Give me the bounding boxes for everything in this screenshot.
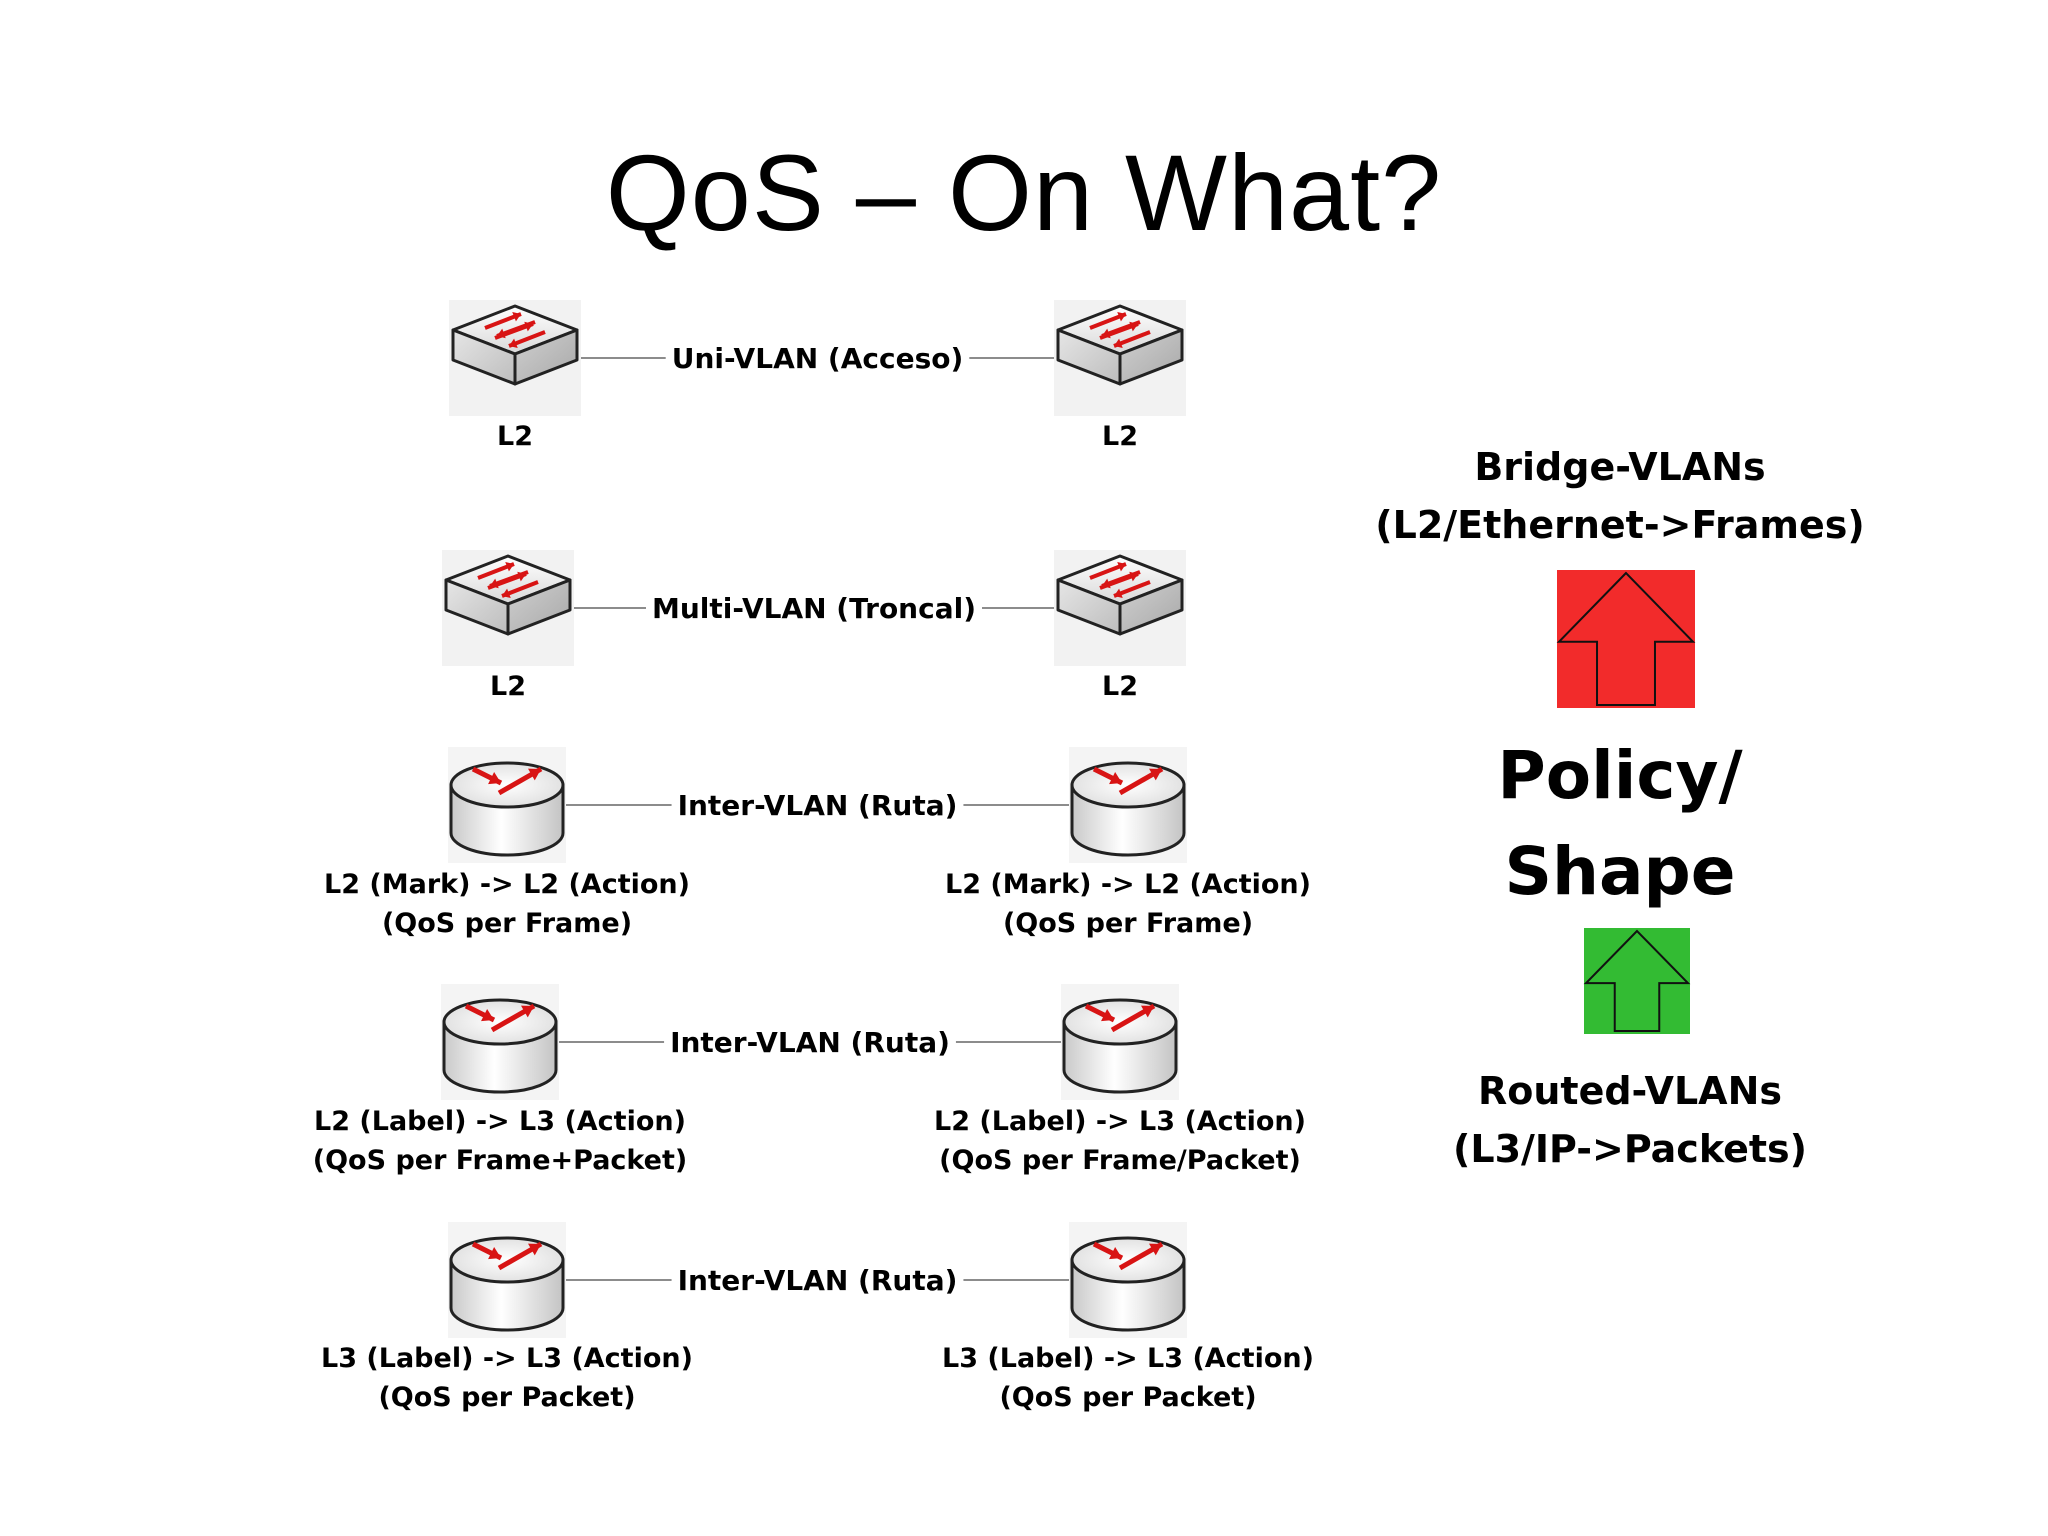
left-router-icon bbox=[441, 984, 559, 1100]
link-row-5: Inter-VLAN (Ruta) L3 (Label) -> L3 (Actio… bbox=[321, 1222, 1314, 1413]
router-arrows-icon bbox=[1084, 1003, 1156, 1033]
right-router-icon bbox=[1061, 984, 1179, 1100]
left-device-label: L3 (Label) -> L3 (Action) bbox=[321, 1343, 693, 1374]
right-device-label: (QoS per Packet) bbox=[999, 1382, 1256, 1413]
left-device-label: (QoS per Packet) bbox=[378, 1382, 635, 1413]
router-arrows-icon bbox=[1092, 1241, 1164, 1271]
slide-title: QoS – On What? bbox=[605, 132, 1443, 253]
right-switch-icon bbox=[1054, 300, 1186, 416]
switch-arrows-icon bbox=[477, 561, 539, 599]
right-device-label: L2 bbox=[1102, 421, 1138, 452]
router-arrows-icon bbox=[464, 1003, 536, 1033]
left-switch-icon bbox=[442, 550, 574, 666]
routed-vlans-subtitle: (L3/IP->Packets) bbox=[1452, 1127, 1807, 1171]
link-label: Inter-VLAN (Ruta) bbox=[678, 1264, 958, 1297]
left-device-label: L2 bbox=[490, 671, 526, 702]
switch-arrows-icon bbox=[1089, 561, 1151, 599]
bridge-vlans-subtitle: (L2/Ethernet->Frames) bbox=[1375, 503, 1865, 547]
link-label: Inter-VLAN (Ruta) bbox=[670, 1026, 950, 1059]
routed-vlans-heading: Routed-VLANs (L3/IP->Packets) bbox=[1350, 1062, 1910, 1178]
router-arrows-icon bbox=[1092, 766, 1164, 796]
right-device-label: (QoS per Frame) bbox=[1003, 908, 1253, 939]
left-device-label: L2 (Mark) -> L2 (Action) bbox=[324, 869, 690, 900]
right-device-label: L2 bbox=[1102, 671, 1138, 702]
routed-up-arrow-icon bbox=[1583, 928, 1691, 1034]
left-device-label: L2 (Label) -> L3 (Action) bbox=[314, 1106, 686, 1137]
router-arrows-icon bbox=[471, 1241, 543, 1271]
link-row-2: Multi-VLAN (Troncal) L2 L2 bbox=[442, 550, 1186, 702]
link-label: Uni-VLAN (Acceso) bbox=[672, 342, 964, 375]
routed-vlans-title: Routed-VLANs bbox=[1477, 1069, 1783, 1113]
right-router-icon bbox=[1069, 747, 1187, 863]
right-switch-icon bbox=[1054, 550, 1186, 666]
link-row-3: Inter-VLAN (Ruta) L2 (Mark) -> L2 (Action… bbox=[324, 747, 1311, 939]
left-device-label: (QoS per Frame+Packet) bbox=[313, 1145, 687, 1176]
left-device-label: L2 bbox=[497, 421, 533, 452]
bridge-up-arrow-icon bbox=[1556, 570, 1696, 708]
left-device-label: (QoS per Frame) bbox=[382, 908, 632, 939]
bridge-vlans-title: Bridge-VLANs bbox=[1474, 445, 1766, 489]
shape-text: Shape bbox=[1504, 833, 1736, 910]
left-router-icon bbox=[448, 1222, 566, 1338]
link-label: Multi-VLAN (Troncal) bbox=[652, 592, 976, 625]
link-row-1: Uni-VLAN (Acceso) L2 L2 bbox=[449, 300, 1186, 452]
switch-arrows-icon bbox=[1089, 311, 1151, 349]
right-device-label: L2 (Label) -> L3 (Action) bbox=[934, 1106, 1306, 1137]
policy-text: Policy/ bbox=[1497, 737, 1743, 814]
left-switch-icon bbox=[449, 300, 581, 416]
right-device-label: (QoS per Frame/Packet) bbox=[939, 1145, 1301, 1176]
switch-arrows-icon bbox=[484, 311, 546, 349]
policy-shape-heading: Policy/ Shape bbox=[1400, 728, 1840, 920]
right-device-label: L3 (Label) -> L3 (Action) bbox=[942, 1343, 1314, 1374]
link-label: Inter-VLAN (Ruta) bbox=[678, 789, 958, 822]
left-router-icon bbox=[448, 747, 566, 863]
bridge-vlans-heading: Bridge-VLANs (L2/Ethernet->Frames) bbox=[1340, 438, 1900, 554]
right-device-label: L2 (Mark) -> L2 (Action) bbox=[945, 869, 1311, 900]
router-arrows-icon bbox=[471, 766, 543, 796]
right-router-icon bbox=[1069, 1222, 1187, 1338]
link-row-4: Inter-VLAN (Ruta) L2 (Label) -> L3 (Actio… bbox=[313, 984, 1306, 1176]
